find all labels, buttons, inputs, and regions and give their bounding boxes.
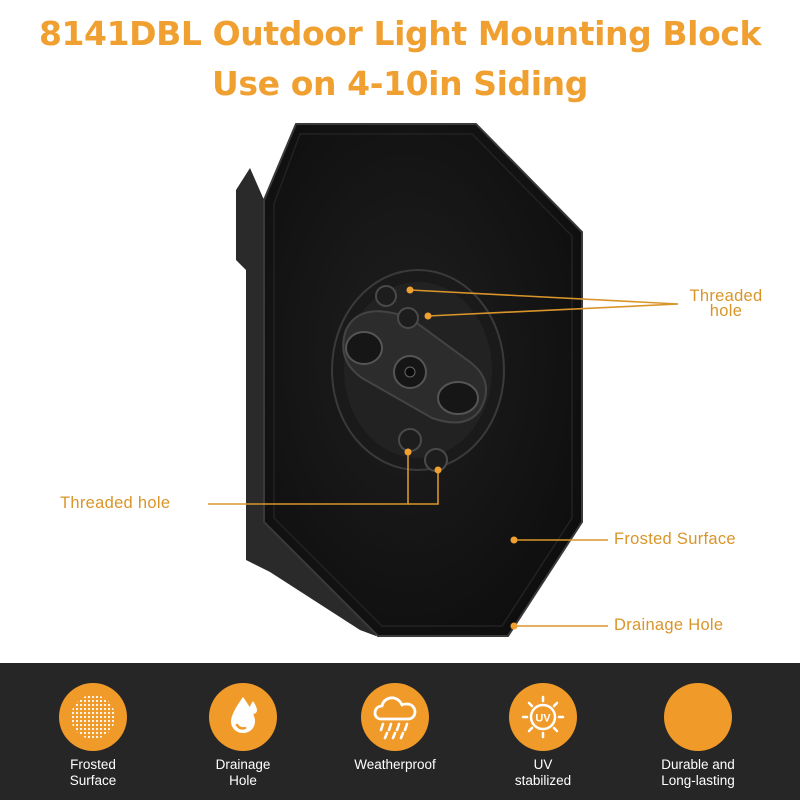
feature-label: Long-lasting [661, 773, 735, 788]
threaded-hole-left-leader [208, 452, 439, 505]
uv-sun-icon: UV [509, 683, 577, 751]
callout-threaded-hole-left: Threaded hole [60, 494, 171, 512]
feature-label: Frosted [70, 757, 116, 772]
callout-text: Threaded [689, 287, 763, 305]
threaded-hole-right-leader [409, 289, 679, 317]
frosted-grid-icon [59, 683, 127, 751]
drainage-hole-marker [510, 622, 518, 630]
svg-text:UV: UV [535, 713, 551, 725]
block-side [236, 168, 394, 636]
callout-frosted-surface: Frosted Surface [614, 530, 736, 548]
feature-label: Drainage [215, 757, 271, 772]
callout-text: hole [709, 302, 743, 320]
junction-box [331, 269, 505, 472]
threaded-hole-marker [434, 466, 442, 474]
features-band: Frosted Surface Drainage Hole [0, 663, 800, 800]
durable-icon [664, 683, 732, 751]
rain-cloud-icon [361, 683, 429, 751]
feature-label: stabilized [514, 773, 572, 788]
feature-drainage-hole: Drainage Hole [178, 683, 308, 789]
frosted-surface-marker [510, 536, 518, 544]
feature-label: Durable and [661, 757, 735, 772]
mounting-block-diagram [208, 123, 679, 637]
feature-uv-stabilized: UV UV stabilized [478, 683, 608, 789]
feature-label: Surface [69, 773, 117, 788]
feature-durable: Durable and Long-lasting [633, 683, 763, 789]
callout-threaded-hole-right: Threaded hole [678, 287, 774, 320]
block-bevel [273, 133, 573, 627]
threaded-hole-marker [406, 286, 414, 294]
page-subtitle: Use on 4-10in Siding [212, 64, 588, 103]
feature-weatherproof: Weatherproof [330, 683, 460, 773]
threaded-hole-marker [424, 312, 432, 320]
threaded-hole-marker [404, 448, 412, 456]
callout-drainage-hole: Drainage Hole [614, 616, 724, 634]
feature-label: Weatherproof [354, 757, 436, 772]
water-drop-icon [209, 683, 277, 751]
feature-label: UV [533, 757, 553, 772]
page-title: 8141DBL Outdoor Light Mounting Block [38, 14, 762, 53]
feature-frosted-surface: Frosted Surface [28, 683, 158, 789]
feature-label: Hole [229, 773, 257, 788]
